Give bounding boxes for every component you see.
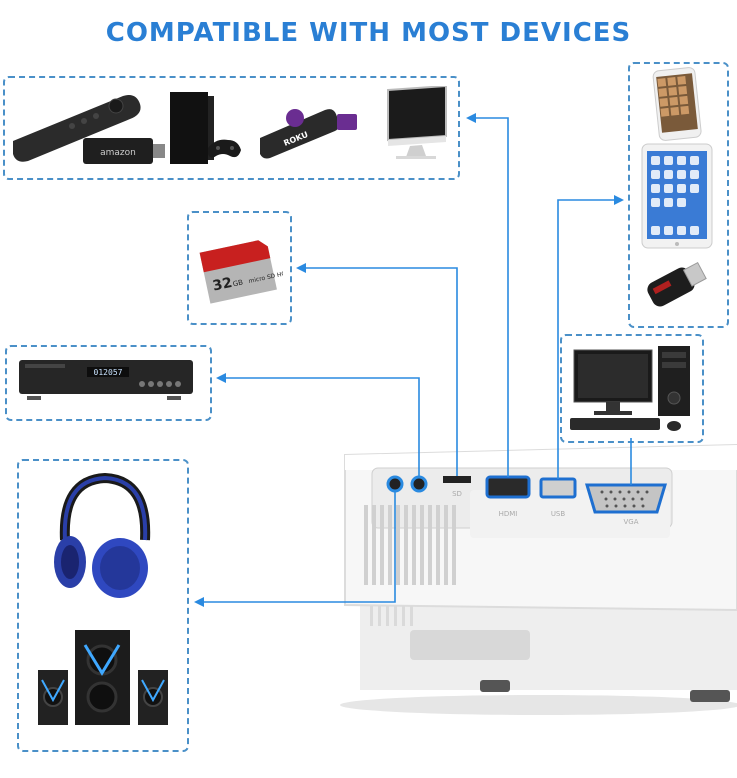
audio-wire: [194, 491, 396, 607]
sd-card-icon: 32 GB micro SD HC: [199, 240, 283, 304]
speaker-system-icon: [38, 630, 168, 725]
imac-icon: [387, 86, 447, 159]
sd-slot-port: [443, 476, 471, 483]
desktop-pc-icon: [570, 346, 690, 431]
sd-card-size: 32: [211, 275, 233, 295]
sd-card-unit: GB: [232, 278, 244, 288]
hdmi-port-label: HDMI: [499, 510, 518, 518]
ps4-console-icon: [170, 92, 241, 164]
usb-drive-icon: [647, 261, 707, 307]
hdmi-wire: [466, 113, 509, 477]
sd-port-label: SD: [452, 490, 462, 498]
page-title: COMPATIBLE WITH MOST DEVICES: [105, 18, 632, 48]
fire-tv-remote-icon: amazon: [13, 95, 165, 164]
vga-port-label: VGA: [623, 518, 638, 526]
usb-port-label: USB: [551, 510, 566, 518]
dvd-display: 012057: [94, 368, 123, 377]
headphones-icon: [54, 472, 151, 598]
sd-wire: [296, 263, 458, 476]
roku-stick-icon: ROKU: [260, 109, 357, 159]
dvd-player-icon: 012057: [19, 360, 193, 400]
ipad-icon: [641, 143, 713, 249]
fire-stick-logo: amazon: [100, 148, 136, 158]
usb-wire: [557, 195, 624, 479]
av-wire: [216, 373, 420, 477]
iphone-icon: [652, 67, 702, 141]
